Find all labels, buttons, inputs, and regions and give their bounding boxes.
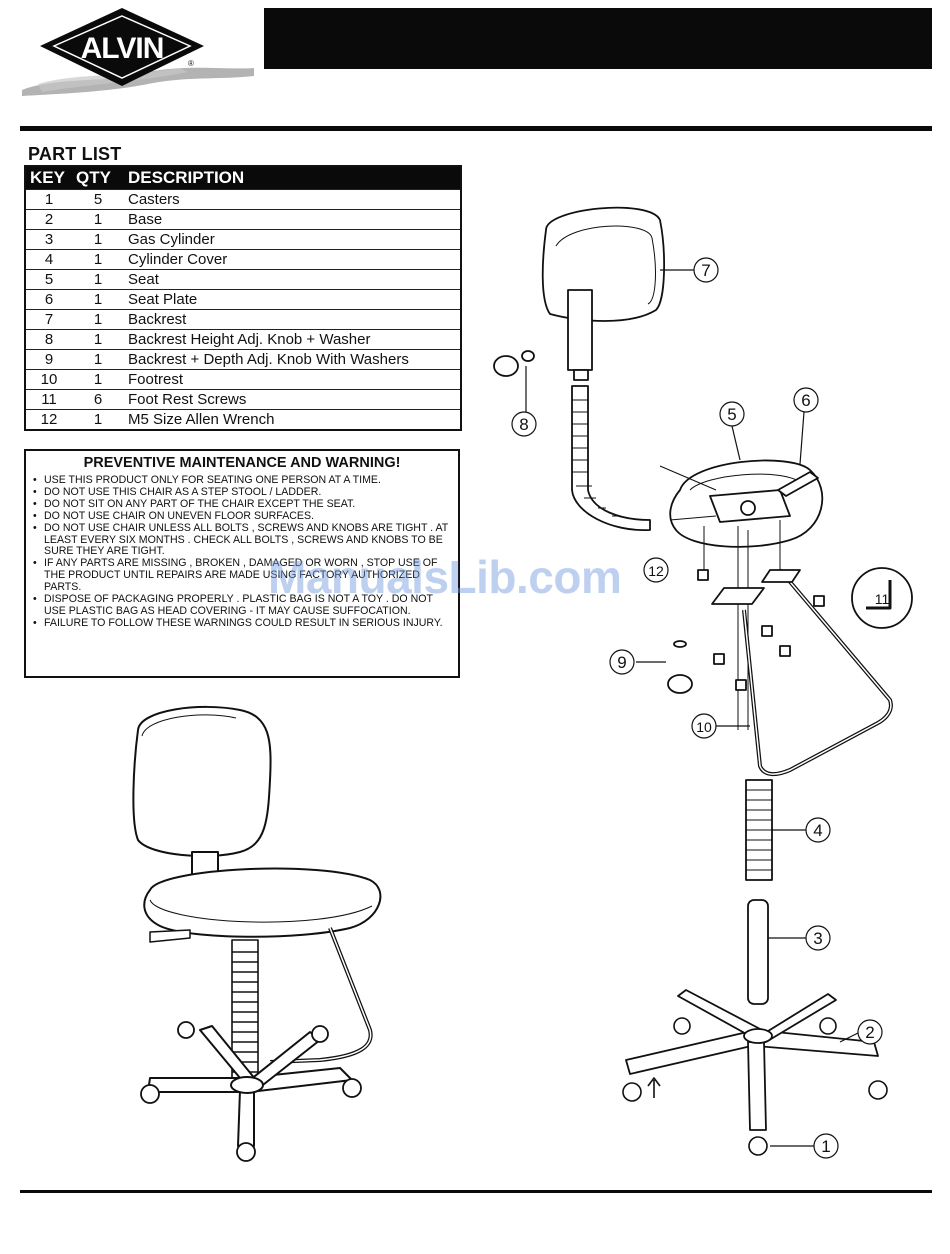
- cell-qty: 6: [72, 389, 124, 410]
- cell-description: Backrest + Depth Adj. Knob With Washers: [124, 349, 461, 370]
- cell-key: 9: [25, 349, 72, 370]
- warning-title: PREVENTIVE MAINTENANCE AND WARNING!: [83, 455, 401, 471]
- cell-key: 5: [25, 269, 72, 290]
- cell-key: 12: [25, 409, 72, 430]
- cell-qty: 1: [72, 409, 124, 430]
- cell-description: Backrest Height Adj. Knob + Washer: [124, 329, 461, 350]
- warning-item: DO NOT SIT ON ANY PART OF THE CHAIR EXCE…: [32, 498, 456, 511]
- cell-description: Footrest: [124, 369, 461, 390]
- cell-key: 8: [25, 329, 72, 350]
- part-list-title: PART LIST: [28, 144, 122, 164]
- callout-4: 4: [813, 821, 822, 840]
- callout-11: 11: [875, 591, 890, 607]
- cell-key: 6: [25, 289, 72, 310]
- column-header-description: DESCRIPTION: [124, 166, 461, 190]
- cell-qty: 1: [72, 349, 124, 370]
- callout-10: 10: [696, 719, 712, 735]
- cell-description: Cylinder Cover: [124, 249, 461, 270]
- cell-qty: 1: [72, 369, 124, 390]
- assembled-chair-illustration: [120, 700, 400, 1170]
- cell-description: Seat Plate: [124, 289, 461, 310]
- cell-qty: 1: [72, 229, 124, 250]
- warning-list: USE THIS PRODUCT ONLY FOR SEATING ONE PE…: [32, 474, 456, 630]
- warning-item: IF ANY PARTS ARE MISSING , BROKEN , DAMA…: [32, 557, 456, 594]
- watermark: ManualsLib.com: [268, 551, 622, 603]
- cell-key: 3: [25, 229, 72, 250]
- warning-item: DO NOT USE CHAIR ON UNEVEN FLOOR SURFACE…: [32, 510, 456, 523]
- callout-1: 1: [821, 1137, 830, 1156]
- cell-description: M5 Size Allen Wrench: [124, 409, 461, 430]
- cell-description: Foot Rest Screws: [124, 389, 461, 410]
- cell-qty: 1: [72, 289, 124, 310]
- column-header-qty: QTY: [72, 166, 124, 190]
- cell-description: Backrest: [124, 309, 461, 330]
- callout-2: 2: [865, 1023, 874, 1042]
- callout-9: 9: [617, 653, 626, 672]
- cell-description: Seat: [124, 269, 461, 290]
- column-header-key: KEY: [25, 166, 72, 190]
- header-divider: [20, 126, 932, 131]
- warning-box: PREVENTIVE MAINTENANCE AND WARNING! USE …: [24, 449, 460, 678]
- warning-item: DO NOT USE CHAIR UNLESS ALL BOLTS , SCRE…: [32, 522, 456, 559]
- callout-3: 3: [813, 929, 822, 948]
- alvin-logo: ALVIN ®: [18, 6, 258, 102]
- cell-qty: 1: [72, 329, 124, 350]
- exploded-view-diagram: 7 8 5 6 12 9 10 4 3 2 1 11: [480, 190, 940, 1170]
- cell-description: Gas Cylinder: [124, 229, 461, 250]
- callout-12: 12: [648, 563, 664, 579]
- callout-8: 8: [519, 415, 528, 434]
- header-bar: [264, 8, 932, 69]
- cell-key: 4: [25, 249, 72, 270]
- table-header-row: KEY QTY DESCRIPTION: [25, 166, 461, 190]
- cell-key: 7: [25, 309, 72, 330]
- cell-qty: 1: [72, 209, 124, 230]
- warning-item: FAILURE TO FOLLOW THESE WARNINGS COULD R…: [32, 617, 456, 630]
- cell-description: Base: [124, 209, 461, 230]
- warning-item: DO NOT USE THIS CHAIR AS A STEP STOOL / …: [32, 486, 456, 499]
- cell-key: 1: [25, 189, 72, 210]
- cell-key: 11: [25, 389, 72, 410]
- cell-qty: 5: [72, 189, 124, 210]
- warning-item: USE THIS PRODUCT ONLY FOR SEATING ONE PE…: [32, 474, 456, 487]
- cell-key: 10: [25, 369, 72, 390]
- callout-7: 7: [701, 261, 710, 280]
- logo-text: ALVIN: [81, 32, 164, 65]
- cell-key: 2: [25, 209, 72, 230]
- cell-qty: 1: [72, 269, 124, 290]
- footer-divider: [20, 1190, 932, 1193]
- cell-qty: 1: [72, 249, 124, 270]
- callout-6: 6: [801, 391, 810, 410]
- svg-text:®: ®: [188, 59, 194, 68]
- cell-qty: 1: [72, 309, 124, 330]
- cell-description: Casters: [124, 189, 461, 210]
- callout-5: 5: [727, 405, 736, 424]
- warning-item: DISPOSE OF PACKAGING PROPERLY . PLASTIC …: [32, 593, 456, 618]
